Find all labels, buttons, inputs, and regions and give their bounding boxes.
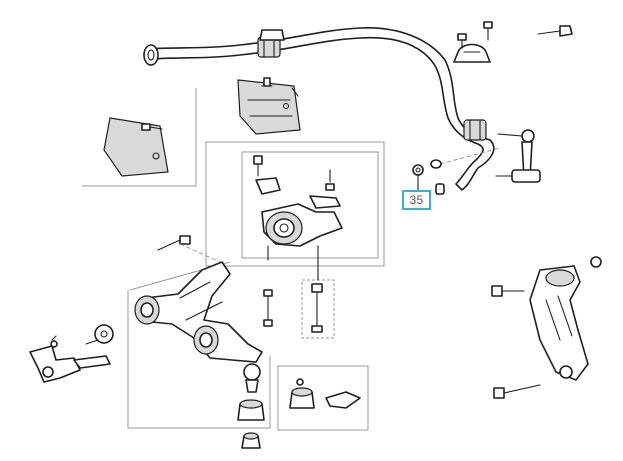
lower-bolts [263,283,323,333]
bracket-bolts [457,21,573,49]
heat-shield-plates [103,77,301,177]
height-sensor [29,324,114,383]
stabilizer-link [439,129,541,183]
lower-control-arm [134,235,263,393]
callout-35[interactable]: 35 [402,190,431,210]
callout-35-parts [412,159,445,195]
stabilizer-bar [143,27,495,191]
steering-knuckle [491,256,602,399]
boot-cups [237,378,361,449]
bushing-bracket-assembly [253,155,343,281]
callout-35-label: 35 [409,193,424,207]
